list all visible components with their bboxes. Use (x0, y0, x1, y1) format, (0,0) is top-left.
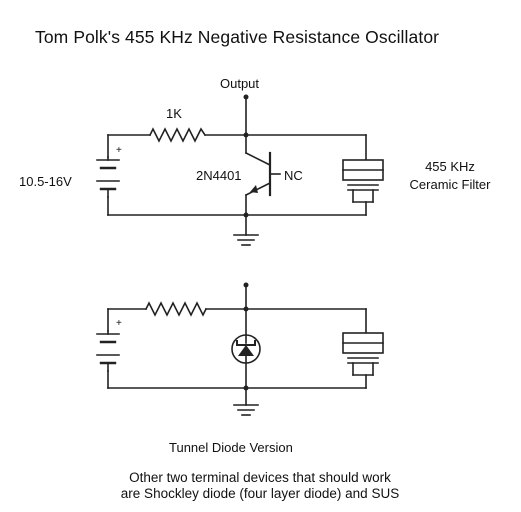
resistor-value-label: 1K (166, 106, 182, 121)
bottom-circuit-wires (107, 284, 367, 406)
top-circuit-wires (107, 96, 367, 236)
junction-dot (243, 132, 249, 138)
footer-line-2: are Shockley diode (four layer diode) an… (120, 486, 400, 501)
filter-type-label: Ceramic Filter (409, 177, 491, 192)
ceramic-filter-top (342, 159, 384, 203)
battery-top (96, 156, 120, 198)
resistor-bottom (144, 301, 208, 317)
tunnel-diode-caption: Tunnel Diode Version (169, 440, 293, 455)
page-title: Tom Polk's 455 KHz Negative Resistance O… (35, 27, 440, 47)
junction-dot (243, 306, 249, 312)
junction-dot (243, 212, 249, 218)
ground-symbol-bottom (233, 404, 259, 416)
filter-frequency-label: 455 KHz (425, 159, 475, 174)
battery-plus-sign: + (116, 145, 122, 156)
battery-plus-sign-bottom: + (116, 318, 122, 329)
battery-bottom (96, 330, 120, 372)
supply-voltage-label: 10.5-16V (19, 174, 72, 189)
ceramic-filter-bottom (342, 332, 384, 376)
transistor-label: 2N4401 (196, 168, 242, 183)
nc-label: NC (284, 168, 303, 183)
junction-dot (243, 385, 249, 391)
resistor-1k (148, 127, 207, 143)
terminal-dot (243, 282, 249, 288)
tunnel-diode (231, 334, 261, 364)
output-terminal-dot (243, 94, 249, 100)
transistor-2n4401 (244, 151, 281, 197)
footer-line-1: Other two terminal devices that should w… (129, 470, 391, 485)
output-label: Output (220, 76, 260, 91)
ground-symbol-top (233, 234, 259, 246)
